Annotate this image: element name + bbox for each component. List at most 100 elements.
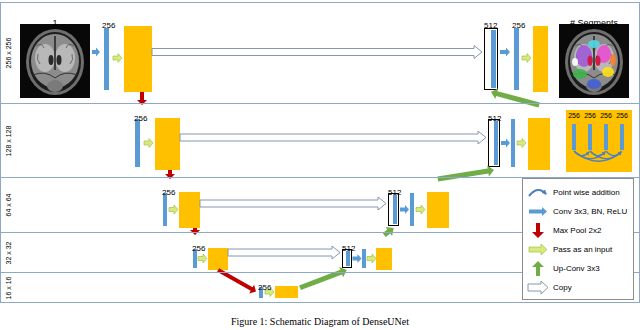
- legend-text: Pass as an input: [553, 245, 612, 254]
- legend-text: Point wise addition: [553, 188, 620, 197]
- concat-fill: [346, 251, 350, 266]
- copy-icon: [528, 281, 548, 294]
- dense-block-inset: 256 256 256 256: [566, 110, 632, 172]
- dense-block: [155, 118, 180, 170]
- pass-arrow: [517, 139, 526, 148]
- addition-icon: [529, 190, 546, 196]
- channel-count: 512: [484, 21, 497, 30]
- channel-count: 512: [488, 114, 501, 123]
- resolution-label: 16 x 16: [5, 276, 13, 299]
- concat-block: 512: [486, 105, 550, 170]
- conv-bar: [362, 249, 366, 268]
- inset-panel: [566, 110, 632, 172]
- inset-bar: [588, 124, 592, 150]
- conv-arrow: [353, 254, 362, 263]
- upconv-icon: [532, 261, 544, 276]
- dense-inset-art: [566, 110, 632, 172]
- legend-icons: [525, 183, 551, 297]
- channel-count: 256: [134, 114, 147, 123]
- channel-count: 512: [342, 244, 355, 253]
- image-label: 1: [52, 18, 57, 28]
- resolution-band: 128 x 128 256 512 256 256 256 256: [0, 103, 640, 177]
- concat-block: 512: [340, 235, 392, 270]
- conv-bar: [511, 119, 515, 167]
- channel-count: 256: [584, 112, 596, 120]
- channel-count: 256: [258, 283, 271, 292]
- legend-entry: Conv 3x3, BN, ReLU: [553, 202, 627, 221]
- copy-arrow: [152, 46, 482, 59]
- conv-bar: [104, 28, 109, 90]
- segment: [587, 79, 601, 89]
- legend-entry: Up-Conv 3x3: [553, 259, 600, 278]
- addition-curve: [590, 151, 621, 159]
- upconv-arrow: [437, 166, 494, 182]
- figure-caption: Figure 1: Schematic Diagram of DenseUNet: [0, 311, 640, 329]
- output-mri: [559, 24, 629, 98]
- conv-arrow: [500, 48, 510, 57]
- pass-arrow: [169, 205, 178, 214]
- decoder-block: 256: [510, 12, 548, 92]
- concat-fill: [491, 30, 496, 88]
- dense-block: [208, 248, 228, 270]
- image-label: # Segments: [570, 18, 618, 28]
- conv-icon: [529, 207, 547, 216]
- channel-count: 256: [512, 21, 525, 30]
- addition-curve: [606, 151, 621, 156]
- resolution-label: 64 x 64: [5, 194, 13, 217]
- resolution-label: 256 x 256: [5, 38, 13, 69]
- legend-entry: Pass as an input: [553, 240, 612, 259]
- copy-arrow: [200, 197, 386, 210]
- dense-block: [533, 26, 548, 92]
- addition-curve: [574, 151, 621, 161]
- concat-bar: [389, 194, 399, 226]
- conv-arrow: [92, 48, 100, 57]
- encoder-block: 256: [100, 12, 152, 92]
- input-image: 1: [18, 10, 92, 98]
- pass-arrow: [144, 139, 153, 148]
- channel-count: 256: [616, 112, 628, 120]
- resolution-band: 256 x 256 1 256 512 256 # Segments: [0, 2, 640, 103]
- resolution-label: 32 x 32: [5, 241, 13, 264]
- pass-icon: [529, 244, 547, 255]
- conv-bar: [135, 119, 140, 167]
- segment: [588, 40, 600, 48]
- segment: [602, 67, 614, 77]
- concat-block: 512: [386, 179, 450, 228]
- caption-text: Figure 1: Schematic Diagram of DenseUNet: [231, 316, 409, 328]
- maxpool-icon: [532, 223, 544, 238]
- segmentation-overlay: [572, 40, 616, 89]
- pass-arrow: [522, 54, 531, 63]
- pass-arrows: [113, 54, 531, 297]
- pass-arrow: [113, 54, 122, 63]
- channel-count: 256: [102, 21, 115, 30]
- pass-arrow: [198, 254, 207, 263]
- addition-curves: [574, 151, 621, 161]
- concat-bar: [485, 29, 498, 90]
- inset-bar: [572, 124, 576, 150]
- dense-block: [528, 118, 550, 170]
- conv-bars: [104, 28, 519, 298]
- copy-arrow: [180, 131, 486, 144]
- input-mri: [20, 24, 90, 98]
- channel-count: 256: [600, 112, 612, 120]
- dense-block: [179, 192, 200, 228]
- concat-block: 512: [482, 12, 500, 92]
- copy-arrow: [228, 246, 340, 259]
- legend-entry: Copy: [553, 278, 572, 297]
- segment: [588, 56, 593, 66]
- pass-arrow: [416, 205, 425, 214]
- legend-text: Copy: [553, 283, 572, 292]
- segment: [576, 45, 592, 67]
- upconv-arrow: [491, 88, 540, 107]
- segment: [573, 69, 587, 79]
- resolution-label: 128 x 128: [5, 125, 13, 156]
- concat-bar: [489, 120, 500, 167]
- channel-count: 256: [568, 112, 580, 120]
- legend-text: Up-Conv 3x3: [553, 264, 600, 273]
- encoder-block: 256: [190, 235, 228, 270]
- encoder-block: 256: [132, 105, 180, 170]
- dense-block: [376, 248, 392, 270]
- legend-entry: Max Pool 2x2: [553, 221, 601, 240]
- bottleneck-block: 256: [256, 274, 300, 299]
- channel-count: 256: [192, 244, 205, 253]
